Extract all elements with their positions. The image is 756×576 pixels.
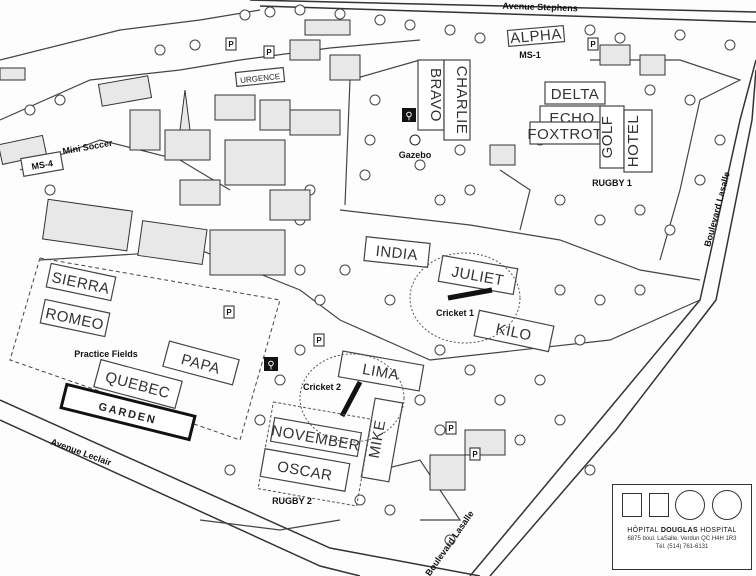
urgence-label: URGENCE <box>240 72 281 85</box>
field-lima-label: LIMA <box>361 361 400 384</box>
buildings <box>0 19 666 491</box>
svg-text:P: P <box>266 48 272 57</box>
gazebo-label: Gazebo <box>399 150 432 160</box>
field-delta-label: DELTA <box>551 86 600 103</box>
field-hotel-label: HOTEL <box>625 115 642 168</box>
field-sierra[interactable] <box>45 262 117 302</box>
logo-row <box>613 485 751 525</box>
road-label-top: Avenue Stephens <box>502 1 577 14</box>
practice-fields-label: Practice Fields <box>74 349 138 359</box>
field-india[interactable] <box>363 236 431 268</box>
hospital-phone: Tél. (514) 761-6131 <box>655 544 709 550</box>
ms1-label: MS-1 <box>519 50 541 60</box>
hospital-name: HÔPITAL DOUGLAS HOSPITAL <box>627 527 737 534</box>
field-romeo[interactable] <box>39 298 111 338</box>
crest-icon <box>648 493 669 517</box>
field-juliet[interactable] <box>437 254 519 296</box>
parking-icon[interactable]: P <box>445 421 457 435</box>
chimney <box>179 89 191 131</box>
field-papa[interactable] <box>162 340 240 386</box>
field-charlie-label: CHARLIE <box>453 66 470 135</box>
field-mike[interactable] <box>360 397 404 483</box>
cricket1-pitch <box>447 287 493 301</box>
hospital-address: 6875 boul. LaSalle, Verdun QC H4H 1R3 <box>627 536 737 542</box>
rugby2-boundary <box>257 401 373 507</box>
field-alpha[interactable] <box>506 24 566 48</box>
road-label-bottom: Boulevard Lasalle <box>423 509 475 576</box>
parking-icon[interactable]: P <box>313 333 325 347</box>
parking-icon[interactable]: P <box>263 45 275 59</box>
field-golf-label: GOLF <box>599 116 616 159</box>
seal-icon <box>675 490 706 520</box>
field-mike-label: MIKE <box>366 419 389 460</box>
field-lima[interactable] <box>337 350 425 392</box>
parking-icon[interactable]: P <box>587 37 599 51</box>
who-icon <box>711 490 742 520</box>
parking-icon[interactable]: P <box>223 305 235 319</box>
svg-text:⚲: ⚲ <box>405 111 412 122</box>
field-quebec[interactable] <box>93 358 183 410</box>
restroom-icon <box>402 108 416 122</box>
field-charlie[interactable] <box>443 59 471 141</box>
urgence-sign[interactable] <box>234 66 286 88</box>
cricket2-oval <box>299 353 405 443</box>
svg-text:P: P <box>316 336 322 345</box>
field-delta[interactable] <box>544 81 606 105</box>
hospital-legend: HÔPITAL DOUGLAS HOSPITAL 6875 boul. LaSa… <box>612 484 752 570</box>
cricket1-label: Cricket 1 <box>436 308 474 318</box>
restroom-icons: ⚲ ⚲ <box>264 108 416 371</box>
field-golf[interactable] <box>599 105 625 169</box>
crest-icon <box>622 493 643 517</box>
parking-icon[interactable]: P <box>469 447 481 461</box>
field-india-label: INDIA <box>375 243 419 264</box>
practice-fields-boundary <box>9 257 281 441</box>
field-hotel[interactable] <box>623 109 653 173</box>
field-oscar[interactable] <box>259 448 351 492</box>
field-bravo[interactable] <box>417 59 445 131</box>
rugby2-label: RUGBY 2 <box>272 496 312 506</box>
gazebo-icon <box>409 134 421 146</box>
parking-icon[interactable]: P <box>225 37 237 51</box>
svg-text:P: P <box>226 308 232 317</box>
cricket1-oval <box>409 252 521 344</box>
svg-text:P: P <box>590 40 596 49</box>
parking-markers: P P P P P P P <box>223 37 599 461</box>
field-ms4[interactable] <box>20 150 64 178</box>
field-kilo[interactable] <box>473 309 555 353</box>
svg-text:P: P <box>228 40 234 49</box>
garden[interactable] <box>59 382 197 442</box>
svg-text:P: P <box>472 450 478 459</box>
road-label-left: Avenue Leclair <box>49 437 113 468</box>
field-foxtrot-label: FOXTROT <box>527 126 602 143</box>
field-alpha-label: ALPHA <box>510 26 563 47</box>
ms4-label: MS-4 <box>31 158 54 172</box>
svg-text:⚲: ⚲ <box>267 360 274 371</box>
road-label-right: Boulevard Lasalle <box>702 171 732 248</box>
svg-text:P: P <box>448 424 454 433</box>
field-bravo-label: BRAVO <box>427 68 444 122</box>
cricket2-pitch <box>339 380 363 418</box>
cricket2-label: Cricket 2 <box>303 382 341 392</box>
minisoccer-label: Mini Soccer <box>62 138 114 157</box>
restroom-icon <box>264 357 278 371</box>
field-november[interactable] <box>269 416 363 458</box>
rugby1-label: RUGBY 1 <box>592 178 632 188</box>
